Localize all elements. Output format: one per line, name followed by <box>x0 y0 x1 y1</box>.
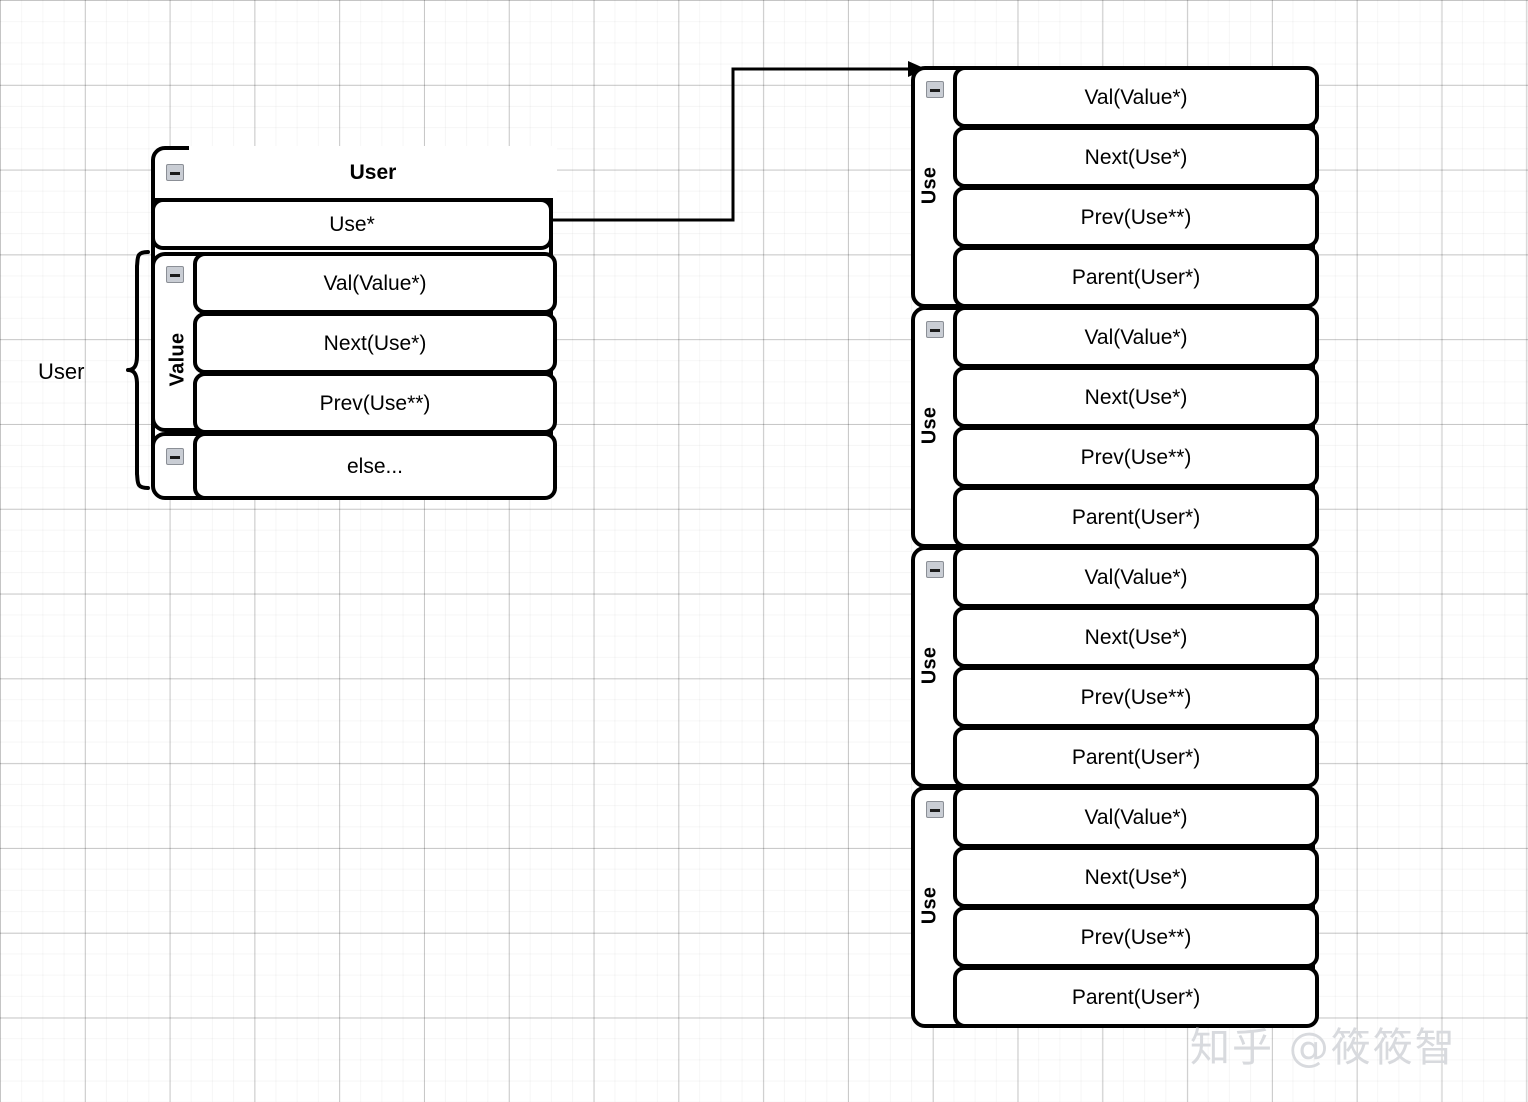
use-node-0[interactable]: Use Val(Value*) Next(Use*) Prev(Use**) P… <box>911 66 1319 308</box>
user-node-pointer-row[interactable]: Use* <box>151 198 553 250</box>
use-node-3-side-label: Use <box>918 886 941 925</box>
else-row-0[interactable]: else... <box>193 432 557 500</box>
use-2-row-3[interactable]: Parent(User*) <box>953 726 1319 788</box>
use-1-row-3[interactable]: Parent(User*) <box>953 486 1319 548</box>
use-0-row-0[interactable]: Val(Value*) <box>953 66 1319 128</box>
watermark: 知乎 @筱筱智 <box>1190 1025 1457 1071</box>
value-group[interactable]: Value Val(Value*) Next(Use*) Prev(Use**) <box>151 252 557 434</box>
use-2-row-1[interactable]: Next(Use*) <box>953 606 1319 668</box>
use-1-row-2[interactable]: Prev(Use**) <box>953 426 1319 488</box>
value-row-0[interactable]: Val(Value*) <box>193 252 557 314</box>
else-group[interactable]: else... <box>151 432 557 500</box>
collapse-icon-value[interactable] <box>166 266 184 283</box>
collapse-icon-use-1[interactable] <box>926 321 944 338</box>
use-node-2-side-label: Use <box>918 646 941 685</box>
collapse-icon-else[interactable] <box>166 448 184 465</box>
use-1-row-1[interactable]: Next(Use*) <box>953 366 1319 428</box>
collapse-icon-user[interactable] <box>166 164 184 181</box>
user-brace-label: User <box>38 359 85 384</box>
value-row-2[interactable]: Prev(Use**) <box>193 372 557 434</box>
use-node-1[interactable]: Use Val(Value*) Next(Use*) Prev(Use**) P… <box>911 306 1319 548</box>
use-1-row-0[interactable]: Val(Value*) <box>953 306 1319 368</box>
use-node-3[interactable]: Use Val(Value*) Next(Use*) Prev(Use**) P… <box>911 786 1319 1028</box>
collapse-icon-use-0[interactable] <box>926 81 944 98</box>
use-0-row-2[interactable]: Prev(Use**) <box>953 186 1319 248</box>
use-3-row-2[interactable]: Prev(Use**) <box>953 906 1319 968</box>
use-node-1-side-label: Use <box>918 406 941 445</box>
use-3-row-1[interactable]: Next(Use*) <box>953 846 1319 908</box>
use-3-row-3[interactable]: Parent(User*) <box>953 966 1319 1028</box>
use-0-row-3[interactable]: Parent(User*) <box>953 246 1319 308</box>
value-group-side-label: Value <box>166 332 189 387</box>
use-2-row-0[interactable]: Val(Value*) <box>953 546 1319 608</box>
value-row-1[interactable]: Next(Use*) <box>193 312 557 374</box>
user-node[interactable]: User Use* Value Val(Value*) Next(Use*) P… <box>151 146 557 500</box>
use-0-row-1[interactable]: Next(Use*) <box>953 126 1319 188</box>
collapse-icon-use-2[interactable] <box>926 561 944 578</box>
use-3-row-0[interactable]: Val(Value*) <box>953 786 1319 848</box>
use-node-2[interactable]: Use Val(Value*) Next(Use*) Prev(Use**) P… <box>911 546 1319 788</box>
use-2-row-2[interactable]: Prev(Use**) <box>953 666 1319 728</box>
collapse-icon-use-3[interactable] <box>926 801 944 818</box>
user-node-title: User <box>189 146 557 198</box>
use-node-0-side-label: Use <box>918 166 941 205</box>
